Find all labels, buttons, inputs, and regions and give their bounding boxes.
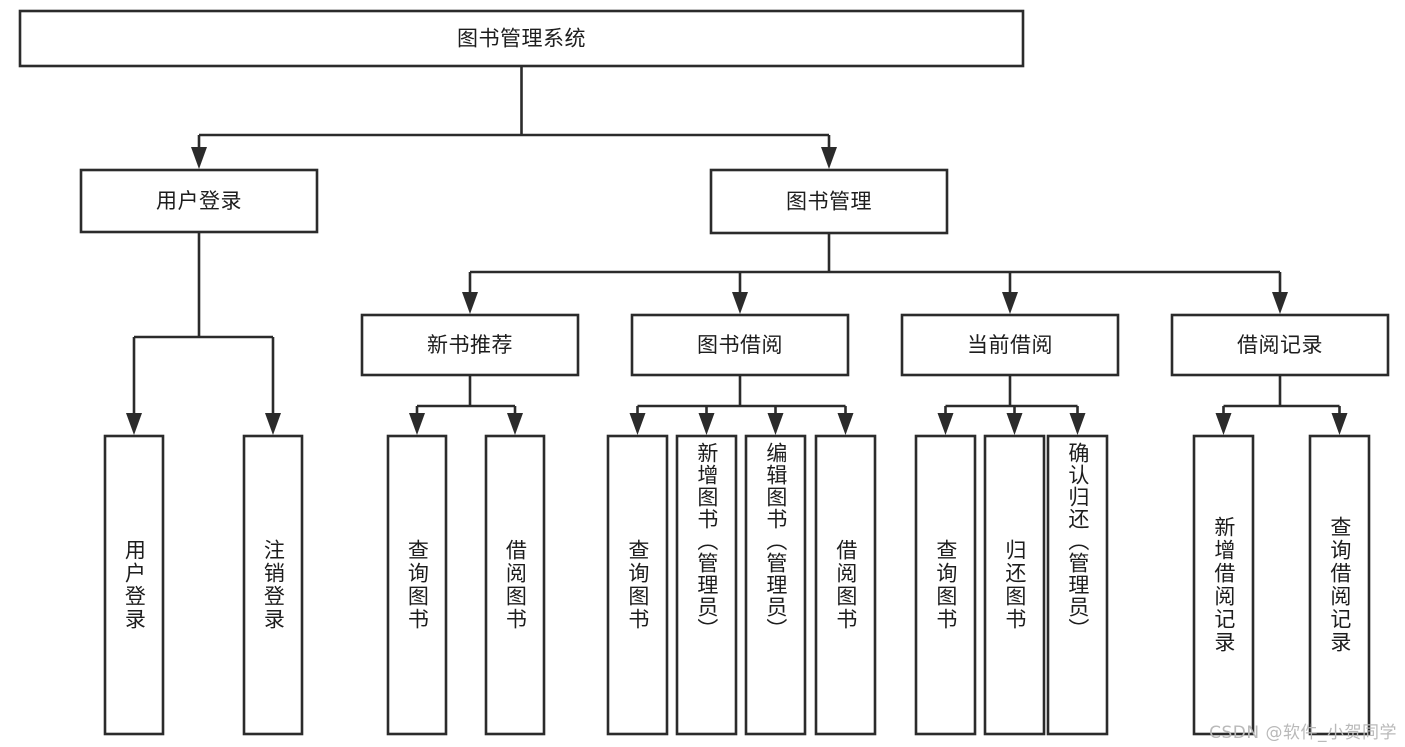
arrow-head-leaf_10 [1069,413,1086,435]
node-label-l3_2: 当前借阅 [967,333,1053,357]
arrow-head-leaf_6 [767,413,784,435]
arrow-head-leaf_0 [126,413,142,435]
node-box-leaf_5[interactable] [675,434,738,736]
arrow-head-leaf_7 [837,413,854,435]
node-label-l3_1: 图书借阅 [697,333,783,357]
node-box-leaf_8[interactable] [914,434,977,736]
arrow-head-l2_1 [821,147,837,169]
node-box-leaf_6[interactable] [744,434,807,736]
node-label-l3_3: 借阅记录 [1237,333,1323,357]
node-box-leaf_4[interactable] [606,434,669,736]
arrow-head-leaf_2 [409,413,425,435]
node-box-leaf_10[interactable] [1046,434,1109,736]
arrow-head-leaf_4 [629,413,646,435]
arrow-head-l3_2 [1002,292,1018,314]
arrow-head-leaf_9 [1006,413,1023,435]
arrow-head-l3_3 [1272,292,1288,314]
connector-edges-layer [126,66,1348,435]
csdn-watermark: CSDN @软件_小贺同学 [1209,723,1397,743]
node-label-l2_0: 用户登录 [156,189,242,213]
node-label-l3_0: 新书推荐 [427,333,513,357]
node-box-leaf_11[interactable] [1192,434,1255,736]
node-box-leaf_7[interactable] [814,434,877,736]
node-box-leaf_1[interactable] [242,434,304,736]
node-box-l3_1[interactable] [630,313,850,377]
node-box-l3_0[interactable] [360,313,580,377]
node-box-leaf_3[interactable] [484,434,546,736]
node-box-leaf_12[interactable] [1308,434,1371,736]
arrow-head-l3_1 [732,292,748,314]
arrow-head-leaf_11 [1215,413,1232,435]
node-box-leaf_0[interactable] [103,434,165,736]
node-box-l2_0[interactable] [79,168,319,234]
arrow-head-leaf_5 [698,413,715,435]
node-box-l3_2[interactable] [900,313,1120,377]
node-box-l3_3[interactable] [1170,313,1390,377]
node-label-root: 图书管理系统 [457,27,586,51]
arrow-head-leaf_12 [1331,413,1348,435]
arrow-head-leaf_1 [265,413,281,435]
arrow-head-l3_0 [462,292,478,314]
arrow-head-leaf_8 [937,413,954,435]
node-box-leaf_9[interactable] [983,434,1046,736]
node-box-l2_1[interactable] [709,168,949,235]
arrow-head-l2_0 [191,147,207,169]
node-label-l2_1: 图书管理 [786,190,872,214]
arrow-head-leaf_3 [507,413,523,435]
node-box-leaf_2[interactable] [386,434,448,736]
node-boxes-layer [18,9,1390,736]
node-box-root[interactable] [18,9,1025,68]
